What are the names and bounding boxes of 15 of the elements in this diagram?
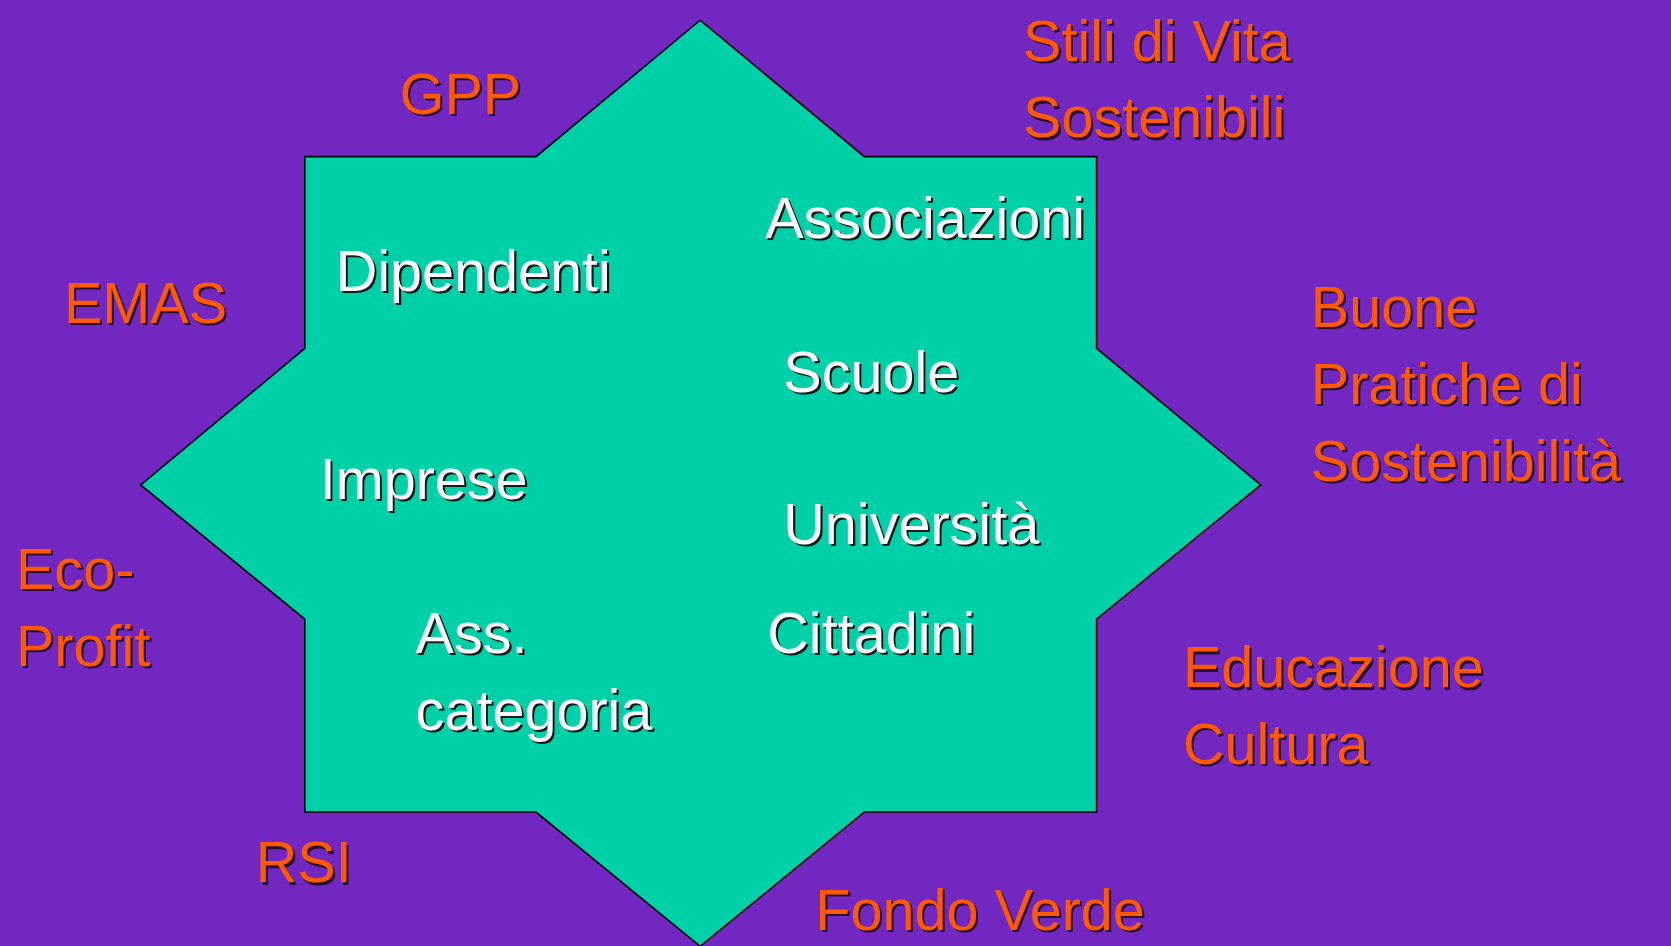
topic-label: Eco-Profit (16, 536, 152, 680)
stakeholder-label: Università (783, 490, 1040, 558)
stakeholder-label: Imprese (319, 445, 528, 513)
topic-label: Stili di Vita Sostenibili (1023, 7, 1292, 152)
topic-label: GPP (399, 60, 522, 128)
topic-label: EMAS (63, 269, 228, 337)
stakeholder-label: Ass. categoria (415, 600, 654, 744)
stakeholder-label: Dipendenti (335, 237, 611, 305)
stakeholder-label: Scuole (783, 338, 960, 406)
topic-label: Fondo Verde (815, 877, 1145, 945)
stakeholder-label: Cittadini (767, 600, 976, 667)
topic-label: RSI (255, 829, 352, 897)
topic-label: Educazione Cultura (1182, 634, 1485, 778)
stakeholder-label: Associazioni (765, 184, 1086, 252)
topic-label: Buone Pratiche di Sostenibilità (1310, 273, 1623, 495)
